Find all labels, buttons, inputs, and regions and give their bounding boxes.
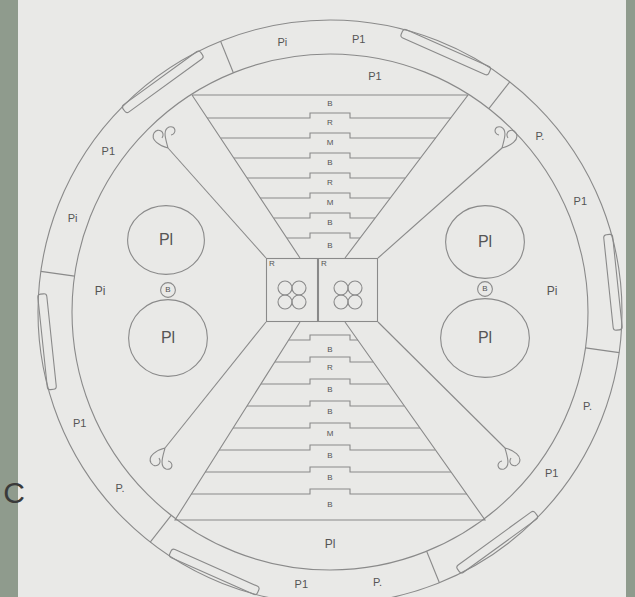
small-circle: B — [477, 281, 493, 297]
node-label: Pl — [159, 231, 173, 249]
small-circle: B — [160, 282, 176, 298]
lobe: Pl — [128, 299, 208, 377]
lobe: Pl — [127, 205, 205, 275]
lobe: Pl — [440, 298, 530, 378]
part-label: R — [327, 119, 333, 128]
part-label: M — [327, 199, 334, 208]
part-label: B — [327, 474, 332, 483]
part-label: Pl — [325, 538, 336, 551]
part-label: B — [327, 100, 332, 109]
part-label: P1 — [574, 195, 587, 207]
part-label: Pi — [68, 212, 78, 224]
part-label: B — [327, 159, 332, 168]
node-label: Pl — [478, 329, 492, 347]
part-label: B — [327, 242, 332, 251]
part-label: Pi — [95, 285, 106, 298]
part-label: P1 — [352, 33, 365, 45]
centre-square: R — [318, 258, 378, 322]
node-label: R — [269, 260, 275, 269]
part-label: B — [327, 408, 332, 417]
node-label: B — [165, 286, 170, 295]
part-label: P1 — [295, 578, 308, 590]
slide-letter: C — [3, 476, 25, 509]
node-label: B — [482, 285, 487, 294]
part-label: B — [327, 346, 332, 355]
part-label: B — [327, 386, 332, 395]
part-label: P1 — [102, 145, 115, 157]
part-label: Pi — [278, 36, 288, 48]
part-label: P. — [116, 482, 125, 494]
part-label: R — [327, 179, 333, 188]
part-label: P. — [535, 130, 544, 142]
part-label: P1 — [73, 417, 86, 429]
part-label: P1 — [545, 467, 558, 479]
part-label: Pi — [547, 285, 558, 298]
node-label: R — [321, 260, 327, 269]
node-label: Pl — [161, 329, 175, 347]
part-label: B — [327, 452, 332, 461]
part-label: B — [327, 219, 332, 228]
node-label: Pl — [478, 233, 492, 251]
part-label: P1 — [368, 70, 381, 82]
part-label: B — [327, 501, 332, 510]
part-label: M — [327, 430, 334, 439]
part-label: P. — [373, 576, 382, 588]
part-label: M — [327, 139, 334, 148]
part-label: P. — [583, 400, 592, 412]
lobe: Pl — [445, 205, 525, 279]
node-outline — [318, 258, 378, 322]
part-label: R — [327, 364, 333, 373]
centre-square: R — [266, 258, 318, 322]
